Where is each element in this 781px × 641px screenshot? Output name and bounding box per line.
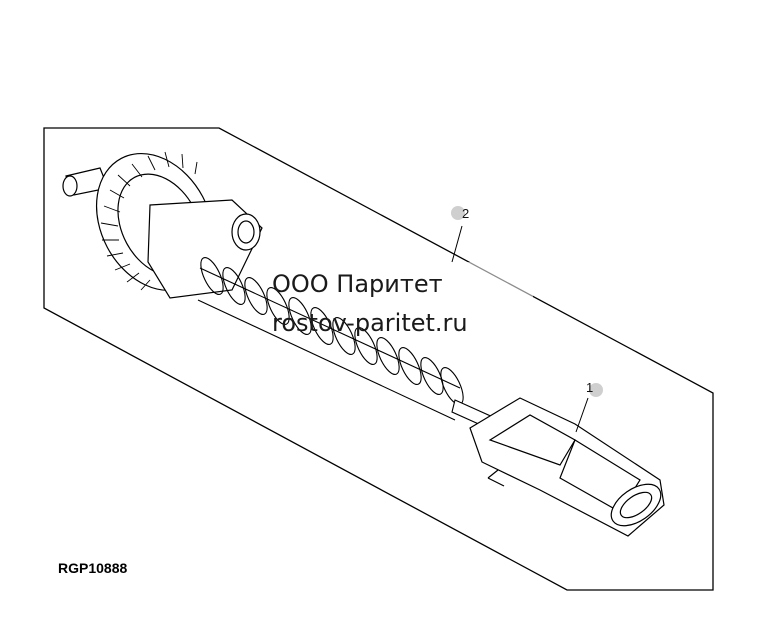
diagram-frame bbox=[43, 127, 714, 591]
hub-bore bbox=[231, 213, 261, 251]
leader-line-2 bbox=[451, 225, 463, 263]
callout-dot-1 bbox=[589, 383, 603, 397]
shaft-end bbox=[62, 175, 78, 197]
gear-shaft-assembly bbox=[62, 151, 263, 299]
figure-code: RGP10888 bbox=[58, 560, 128, 576]
watermark-url: rostov-paritet.ru bbox=[272, 309, 468, 337]
watermark-backdrop bbox=[248, 262, 533, 370]
gear-teeth bbox=[100, 151, 198, 291]
spring bbox=[197, 257, 464, 421]
watermark-company: ООО Паритет bbox=[272, 270, 443, 298]
callout-label-2: 2 bbox=[462, 206, 470, 221]
leader-line-1 bbox=[575, 397, 589, 433]
callout-dot-2 bbox=[451, 206, 465, 220]
connector-face bbox=[610, 483, 662, 527]
callout-label-1: 1 bbox=[586, 380, 594, 395]
connector bbox=[469, 397, 665, 537]
